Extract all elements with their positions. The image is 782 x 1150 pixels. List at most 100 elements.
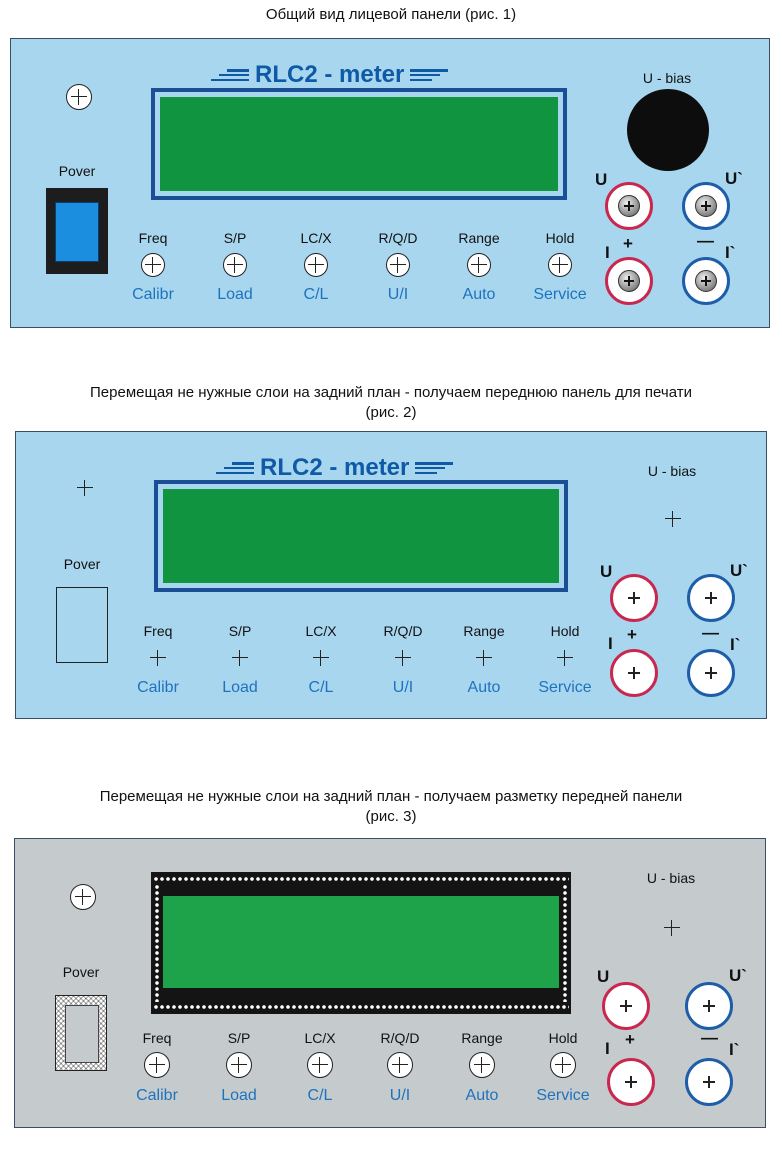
caption-fig3-line1: Перемещая не нужные слои на задний план …	[99, 788, 683, 805]
panel-title: RLC2 - meter	[216, 454, 454, 482]
minus-label: —	[702, 623, 719, 642]
jack-label-u-prime: U`	[730, 561, 748, 580]
plus-label: +	[627, 625, 637, 644]
power-label: Pover	[58, 163, 96, 179]
button-label-top: R/Q/D	[380, 1030, 420, 1046]
jack-label-u-prime: U`	[725, 169, 743, 188]
button-hole-icon	[550, 1052, 576, 1078]
button-label-top: S/P	[223, 230, 247, 246]
button-hole-icon	[307, 1052, 333, 1078]
rqd-ui-button[interactable]	[386, 253, 410, 277]
minus-label: —	[697, 231, 714, 250]
button-label-top: Range	[458, 230, 500, 246]
plus-label: +	[623, 234, 633, 253]
button-label-bottom: U/I	[392, 679, 414, 696]
jack-i-prime	[685, 1058, 733, 1106]
button-label-bottom: U/I	[387, 286, 409, 303]
button-hole-icon	[144, 1052, 170, 1078]
lcx-cl-button[interactable]	[304, 253, 328, 277]
front-panel-markup-view: Pover U - bias Freq S/P LC/X R/Q/D Range…	[14, 838, 766, 1128]
button-label-top: S/P	[228, 623, 252, 639]
button-hole-icon	[469, 1052, 495, 1078]
button-label-bottom: Calibr	[136, 1087, 178, 1104]
button-label-bottom: Load	[217, 286, 253, 303]
jack-i-prime[interactable]	[682, 257, 730, 305]
freq-calibr-button[interactable]	[141, 253, 165, 277]
caption-fig1: Общий вид лицевой панели (рис. 1)	[265, 6, 517, 23]
button-mark-icon	[476, 650, 492, 666]
jack-label-i: I	[605, 243, 610, 262]
button-label-top: Range	[463, 623, 505, 639]
button-hole-icon	[387, 1052, 413, 1078]
jack-i-prime	[687, 649, 735, 697]
panel-title: RLC2 - meter	[211, 61, 449, 89]
button-label-top: S/P	[227, 1030, 251, 1046]
button-label-bottom: Service	[536, 1087, 590, 1104]
caption-fig2-line2: (рис. 2)	[365, 404, 417, 421]
button-label-bottom: U/I	[389, 1087, 411, 1104]
power-switch[interactable]	[46, 188, 108, 274]
button-label-top: Range	[461, 1030, 503, 1046]
ubias-mark-icon	[664, 920, 680, 936]
jack-i[interactable]	[605, 257, 653, 305]
button-label-top: R/Q/D	[383, 623, 423, 639]
jack-label-u-prime: U`	[729, 966, 747, 985]
hold-service-button[interactable]	[548, 253, 572, 277]
jack-label-i-prime: I`	[730, 635, 741, 654]
button-label-bottom: Service	[538, 679, 592, 696]
button-label-bottom: Load	[222, 679, 258, 696]
jack-label-u: U	[600, 562, 613, 581]
sp-load-button[interactable]	[223, 253, 247, 277]
mounting-screw-icon	[70, 884, 96, 910]
jack-label-i-prime: I`	[725, 243, 736, 262]
front-panel-print-view: RLC2 - meter Pover U - bias Freq S/P LC/…	[15, 431, 767, 719]
button-label-bottom: Auto	[465, 1087, 499, 1104]
caption-fig2-line1: Перемещая не нужные слои на задний план …	[90, 384, 692, 401]
power-switch-markup	[55, 995, 107, 1071]
range-auto-button[interactable]	[467, 253, 491, 277]
power-label: Pover	[62, 964, 100, 980]
screw-mark-icon	[77, 480, 93, 496]
button-label-bottom: Service	[533, 286, 587, 303]
lcd-display	[163, 489, 559, 583]
power-label: Pover	[63, 556, 101, 572]
button-label-top: Freq	[143, 623, 173, 639]
button-label-bottom: Load	[221, 1087, 257, 1104]
mounting-screw-icon	[66, 84, 92, 110]
front-panel-full-view: RLC2 - meter Pover U - bias Freq S/P LC/…	[10, 38, 770, 328]
lcd-display	[160, 97, 558, 191]
button-label-bottom: Calibr	[132, 286, 174, 303]
button-label-top: LC/X	[305, 623, 337, 639]
panel-title-text: RLC2 - meter	[255, 61, 405, 88]
jack-u	[610, 574, 658, 622]
jack-label-u: U	[595, 170, 608, 189]
jack-i	[607, 1058, 655, 1106]
panel-title-text: RLC2 - meter	[260, 454, 410, 481]
button-label-top: Hold	[548, 1030, 578, 1046]
button-label-bottom: Auto	[462, 286, 496, 303]
jack-label-i-prime: I`	[729, 1040, 740, 1059]
button-mark-icon	[557, 650, 573, 666]
jack-u-prime[interactable]	[682, 182, 730, 230]
jack-i	[610, 649, 658, 697]
button-mark-icon	[395, 650, 411, 666]
jack-u[interactable]	[605, 182, 653, 230]
lcd-frame	[154, 480, 568, 592]
button-label-top: Freq	[138, 230, 168, 246]
lcd-frame	[151, 872, 571, 1014]
button-label-top: LC/X	[304, 1030, 336, 1046]
button-label-bottom: C/L	[307, 1087, 333, 1104]
ubias-label: U - bias	[647, 463, 697, 479]
button-label-top: LC/X	[300, 230, 332, 246]
jack-u	[602, 982, 650, 1030]
button-mark-icon	[232, 650, 248, 666]
button-label-bottom: Calibr	[137, 679, 179, 696]
lcd-frame	[151, 88, 567, 200]
button-label-top: Hold	[550, 623, 580, 639]
caption-fig3-line2: (рис. 3)	[365, 808, 417, 825]
button-label-top: Freq	[142, 1030, 172, 1046]
minus-label: —	[701, 1028, 718, 1047]
plus-label: +	[625, 1030, 635, 1049]
jack-label-i: I	[608, 634, 613, 653]
ubias-knob[interactable]	[627, 89, 709, 171]
